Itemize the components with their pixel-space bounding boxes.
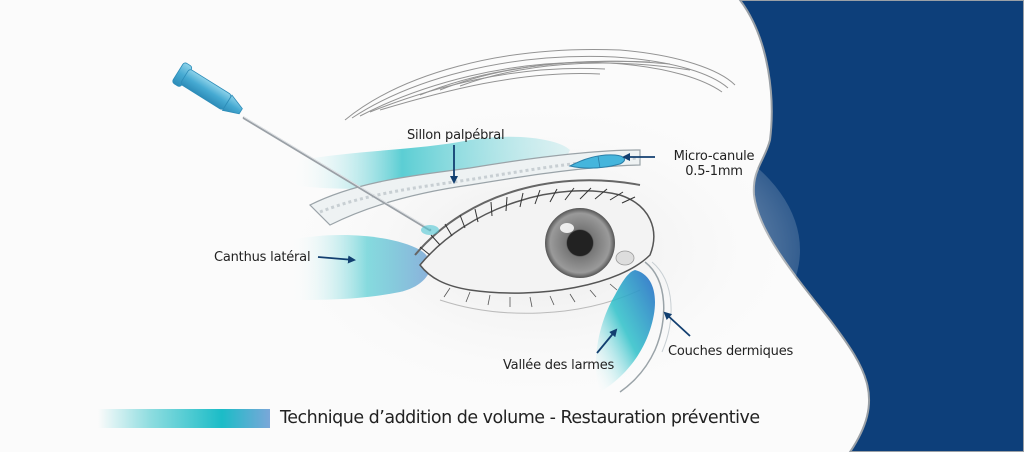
dermal-layer-band (308, 149, 641, 226)
diagram-title: Technique d’addition de volume - Restaur… (280, 408, 760, 428)
label-micro-canule: Micro-canule 0.5-1mm (662, 149, 766, 179)
arrow-vallee (596, 328, 618, 354)
label-sillon-palpebral: Sillon palpébral (407, 128, 505, 143)
eyebrow (344, 48, 736, 121)
annotation-arrows (317, 145, 691, 354)
syringe-needle-icon (172, 62, 439, 235)
arrow-canthus (317, 255, 356, 264)
arrow-couches (663, 311, 691, 337)
legend: Technique d’addition de volume - Restaur… (98, 408, 760, 428)
label-micro-canule-size: 0.5-1mm (685, 164, 743, 179)
upper-eyelashes (419, 187, 636, 256)
canthus-lateral-zone (290, 235, 431, 300)
label-vallee-des-larmes: Vallée des larmes (503, 358, 615, 373)
label-couches-dermiques: Couches dermiques (668, 344, 794, 359)
legend-gradient-swatch (98, 408, 270, 428)
label-micro-canule-name: Micro-canule (673, 149, 755, 164)
tear-trough-zone (595, 270, 655, 392)
label-canthus-lateral: Canthus latéral (214, 250, 311, 265)
lower-eyelashes (443, 283, 618, 308)
